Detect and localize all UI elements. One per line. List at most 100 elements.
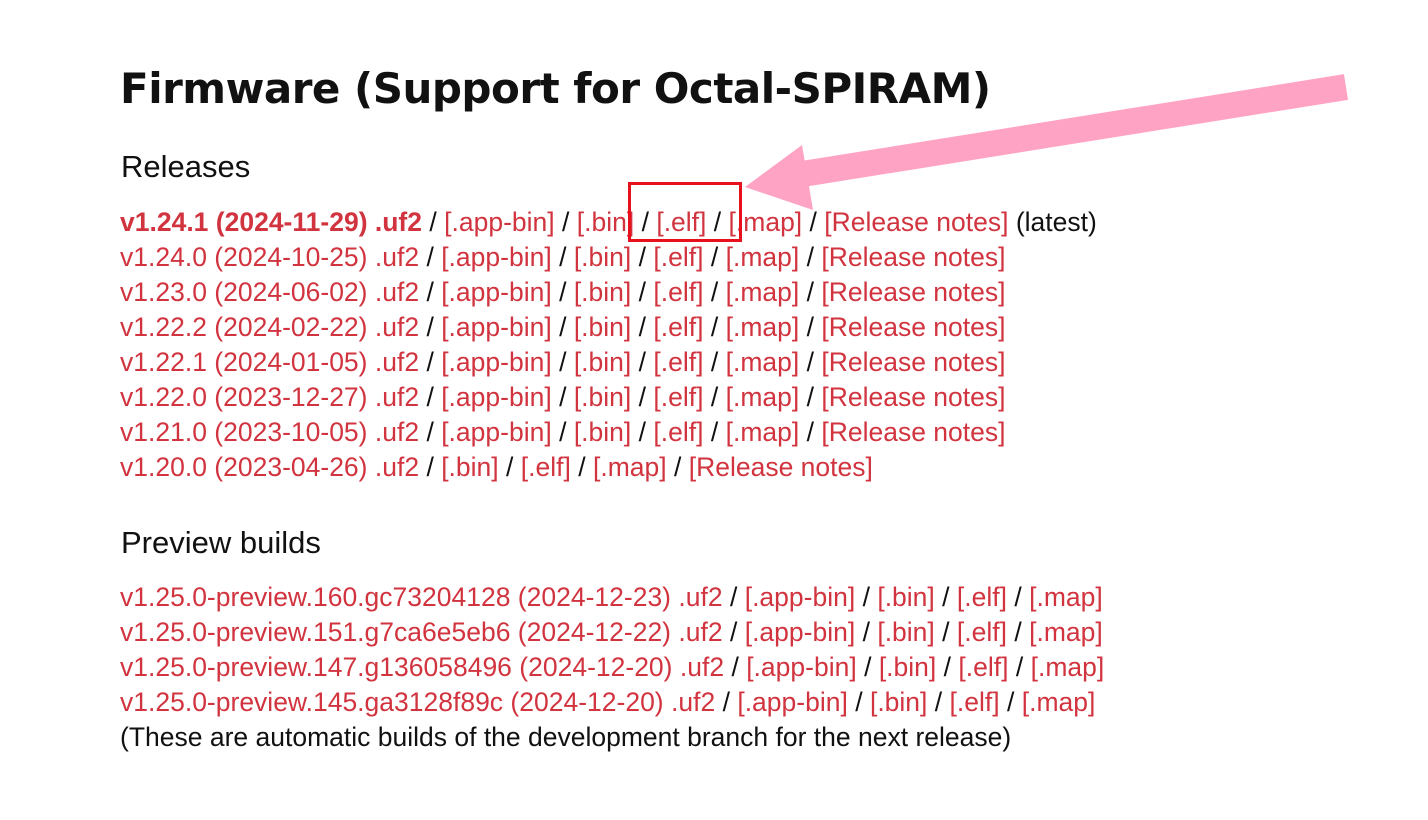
bin-link[interactable]: [.bin] bbox=[878, 652, 937, 682]
elf-link[interactable]: [.elf] bbox=[656, 207, 707, 237]
bin-link[interactable]: [.bin] bbox=[441, 452, 499, 482]
release-notes-link[interactable]: [Release notes] bbox=[821, 417, 1006, 447]
elf-link[interactable]: [.elf] bbox=[653, 312, 704, 342]
elf-link[interactable]: [.elf] bbox=[653, 417, 704, 447]
app-bin-link[interactable]: [.app-bin] bbox=[441, 417, 552, 447]
map-link[interactable]: [.map] bbox=[1021, 687, 1096, 717]
bin-link[interactable]: [.bin] bbox=[573, 277, 632, 307]
app-bin-link[interactable]: [.app-bin] bbox=[441, 277, 552, 307]
preview-builds-list: v1.25.0-preview.160.gc73204128 (2024-12-… bbox=[120, 580, 1104, 755]
page-title: Firmware (Support for Octal-SPIRAM) bbox=[120, 64, 991, 113]
app-bin-link[interactable]: [.app-bin] bbox=[441, 347, 552, 377]
release-notes-link[interactable]: [Release notes] bbox=[821, 347, 1006, 377]
separator-slash: / bbox=[1014, 582, 1022, 612]
separator-slash: / bbox=[943, 652, 952, 682]
preview-builds-note: (These are automatic builds of the devel… bbox=[120, 722, 1012, 752]
separator-slash: / bbox=[1014, 617, 1022, 647]
release-notes-link[interactable]: [Release notes] bbox=[821, 382, 1006, 412]
separator-slash: / bbox=[559, 347, 567, 377]
map-link[interactable]: [.map] bbox=[725, 382, 800, 412]
elf-link[interactable]: [.elf] bbox=[653, 382, 704, 412]
bin-link[interactable]: [.bin] bbox=[576, 207, 635, 237]
separator-slash: / bbox=[809, 207, 817, 237]
bin-link[interactable]: [.bin] bbox=[573, 417, 632, 447]
uf2-download-link[interactable]: v1.24.0 (2024-10-25) .uf2 bbox=[120, 242, 420, 272]
bin-link[interactable]: [.bin] bbox=[573, 382, 632, 412]
elf-link[interactable]: [.elf] bbox=[653, 242, 704, 272]
app-bin-link[interactable]: [.app-bin] bbox=[441, 312, 552, 342]
elf-link[interactable]: [.elf] bbox=[958, 652, 1009, 682]
release-row: v1.22.1 (2024-01-05) .uf2 / [.app-bin] /… bbox=[120, 345, 1097, 380]
uf2-download-link[interactable]: v1.25.0-preview.160.gc73204128 (2024-12-… bbox=[120, 582, 723, 612]
release-notes-link[interactable]: [Release notes] bbox=[821, 277, 1006, 307]
separator-slash: / bbox=[710, 382, 719, 412]
separator-slash: / bbox=[426, 242, 434, 272]
separator-slash: / bbox=[862, 617, 870, 647]
separator-slash: / bbox=[806, 312, 814, 342]
bin-link[interactable]: [.bin] bbox=[869, 687, 928, 717]
map-link[interactable]: [.map] bbox=[725, 242, 800, 272]
app-bin-link[interactable]: [.app-bin] bbox=[746, 652, 857, 682]
app-bin-link[interactable]: [.app-bin] bbox=[441, 242, 552, 272]
separator-slash: / bbox=[426, 452, 434, 482]
release-notes-link[interactable]: [Release notes] bbox=[821, 242, 1006, 272]
release-row: v1.24.1 (2024-11-29) .uf2 / [.app-bin] /… bbox=[120, 205, 1097, 240]
elf-link[interactable]: [.elf] bbox=[653, 347, 704, 377]
uf2-download-link[interactable]: v1.25.0-preview.145.ga3128f89c (2024-12-… bbox=[120, 687, 716, 717]
app-bin-link[interactable]: [.app-bin] bbox=[737, 687, 848, 717]
app-bin-link[interactable]: [.app-bin] bbox=[744, 617, 856, 647]
map-link[interactable]: [.map] bbox=[1029, 582, 1103, 612]
separator-slash: / bbox=[862, 582, 870, 612]
uf2-download-link[interactable]: v1.23.0 (2024-06-02) .uf2 bbox=[120, 277, 420, 307]
separator-slash: / bbox=[710, 347, 719, 377]
release-notes-link[interactable]: [Release notes] bbox=[821, 312, 1006, 342]
map-link[interactable]: [.map] bbox=[592, 452, 667, 482]
bin-link[interactable]: [.bin] bbox=[573, 242, 632, 272]
release-row: v1.23.0 (2024-06-02) .uf2 / [.app-bin] /… bbox=[120, 275, 1097, 310]
elf-link[interactable]: [.elf] bbox=[956, 617, 1007, 647]
uf2-download-link[interactable]: v1.25.0-preview.147.g136058496 (2024-12-… bbox=[120, 652, 725, 682]
separator-slash: / bbox=[731, 652, 739, 682]
bin-link[interactable]: [.bin] bbox=[877, 617, 935, 647]
uf2-download-link[interactable]: v1.25.0-preview.151.g7ca6e5eb6 (2024-12-… bbox=[120, 617, 723, 647]
release-notes-link[interactable]: [Release notes] bbox=[824, 207, 1009, 237]
separator-slash: / bbox=[559, 277, 567, 307]
release-row: v1.21.0 (2023-10-05) .uf2 / [.app-bin] /… bbox=[120, 415, 1097, 450]
app-bin-link[interactable]: [.app-bin] bbox=[441, 382, 552, 412]
elf-link[interactable]: [.elf] bbox=[956, 582, 1007, 612]
uf2-download-link[interactable]: v1.22.0 (2023-12-27) .uf2 bbox=[120, 382, 420, 412]
elf-link[interactable]: [.elf] bbox=[520, 452, 571, 482]
map-link[interactable]: [.map] bbox=[1030, 652, 1105, 682]
bin-link[interactable]: [.bin] bbox=[877, 582, 935, 612]
uf2-download-link[interactable]: v1.22.1 (2024-01-05) .uf2 bbox=[120, 347, 420, 377]
uf2-download-link[interactable]: v1.21.0 (2023-10-05) .uf2 bbox=[120, 417, 420, 447]
uf2-download-link[interactable]: v1.24.1 (2024-11-29) .uf2 bbox=[120, 207, 422, 237]
elf-link[interactable]: [.elf] bbox=[653, 277, 704, 307]
app-bin-link[interactable]: [.app-bin] bbox=[744, 582, 856, 612]
separator-slash: / bbox=[638, 417, 647, 447]
release-notes-link[interactable]: [Release notes] bbox=[688, 452, 873, 482]
map-link[interactable]: [.map] bbox=[725, 312, 800, 342]
uf2-download-link[interactable]: v1.20.0 (2023-04-26) .uf2 bbox=[120, 452, 420, 482]
map-link[interactable]: [.map] bbox=[725, 347, 800, 377]
separator-slash: / bbox=[562, 207, 570, 237]
separator-slash: / bbox=[942, 617, 950, 647]
separator-slash: / bbox=[426, 417, 434, 447]
bin-link[interactable]: [.bin] bbox=[573, 347, 632, 377]
separator-slash: / bbox=[638, 347, 647, 377]
separator-slash: / bbox=[673, 452, 682, 482]
map-link[interactable]: [.map] bbox=[725, 417, 800, 447]
separator-slash: / bbox=[710, 277, 719, 307]
separator-slash: / bbox=[641, 207, 649, 237]
elf-link[interactable]: [.elf] bbox=[949, 687, 1000, 717]
map-link[interactable]: [.map] bbox=[728, 207, 803, 237]
map-link[interactable]: [.map] bbox=[1029, 617, 1103, 647]
map-link[interactable]: [.map] bbox=[725, 277, 800, 307]
bin-link[interactable]: [.bin] bbox=[573, 312, 632, 342]
uf2-download-link[interactable]: v1.22.2 (2024-02-22) .uf2 bbox=[120, 312, 420, 342]
separator-slash: / bbox=[1015, 652, 1024, 682]
preview-row: v1.25.0-preview.147.g136058496 (2024-12-… bbox=[120, 650, 1104, 685]
separator-slash: / bbox=[729, 582, 738, 612]
app-bin-link[interactable]: [.app-bin] bbox=[444, 207, 555, 237]
separator-slash: / bbox=[806, 277, 814, 307]
